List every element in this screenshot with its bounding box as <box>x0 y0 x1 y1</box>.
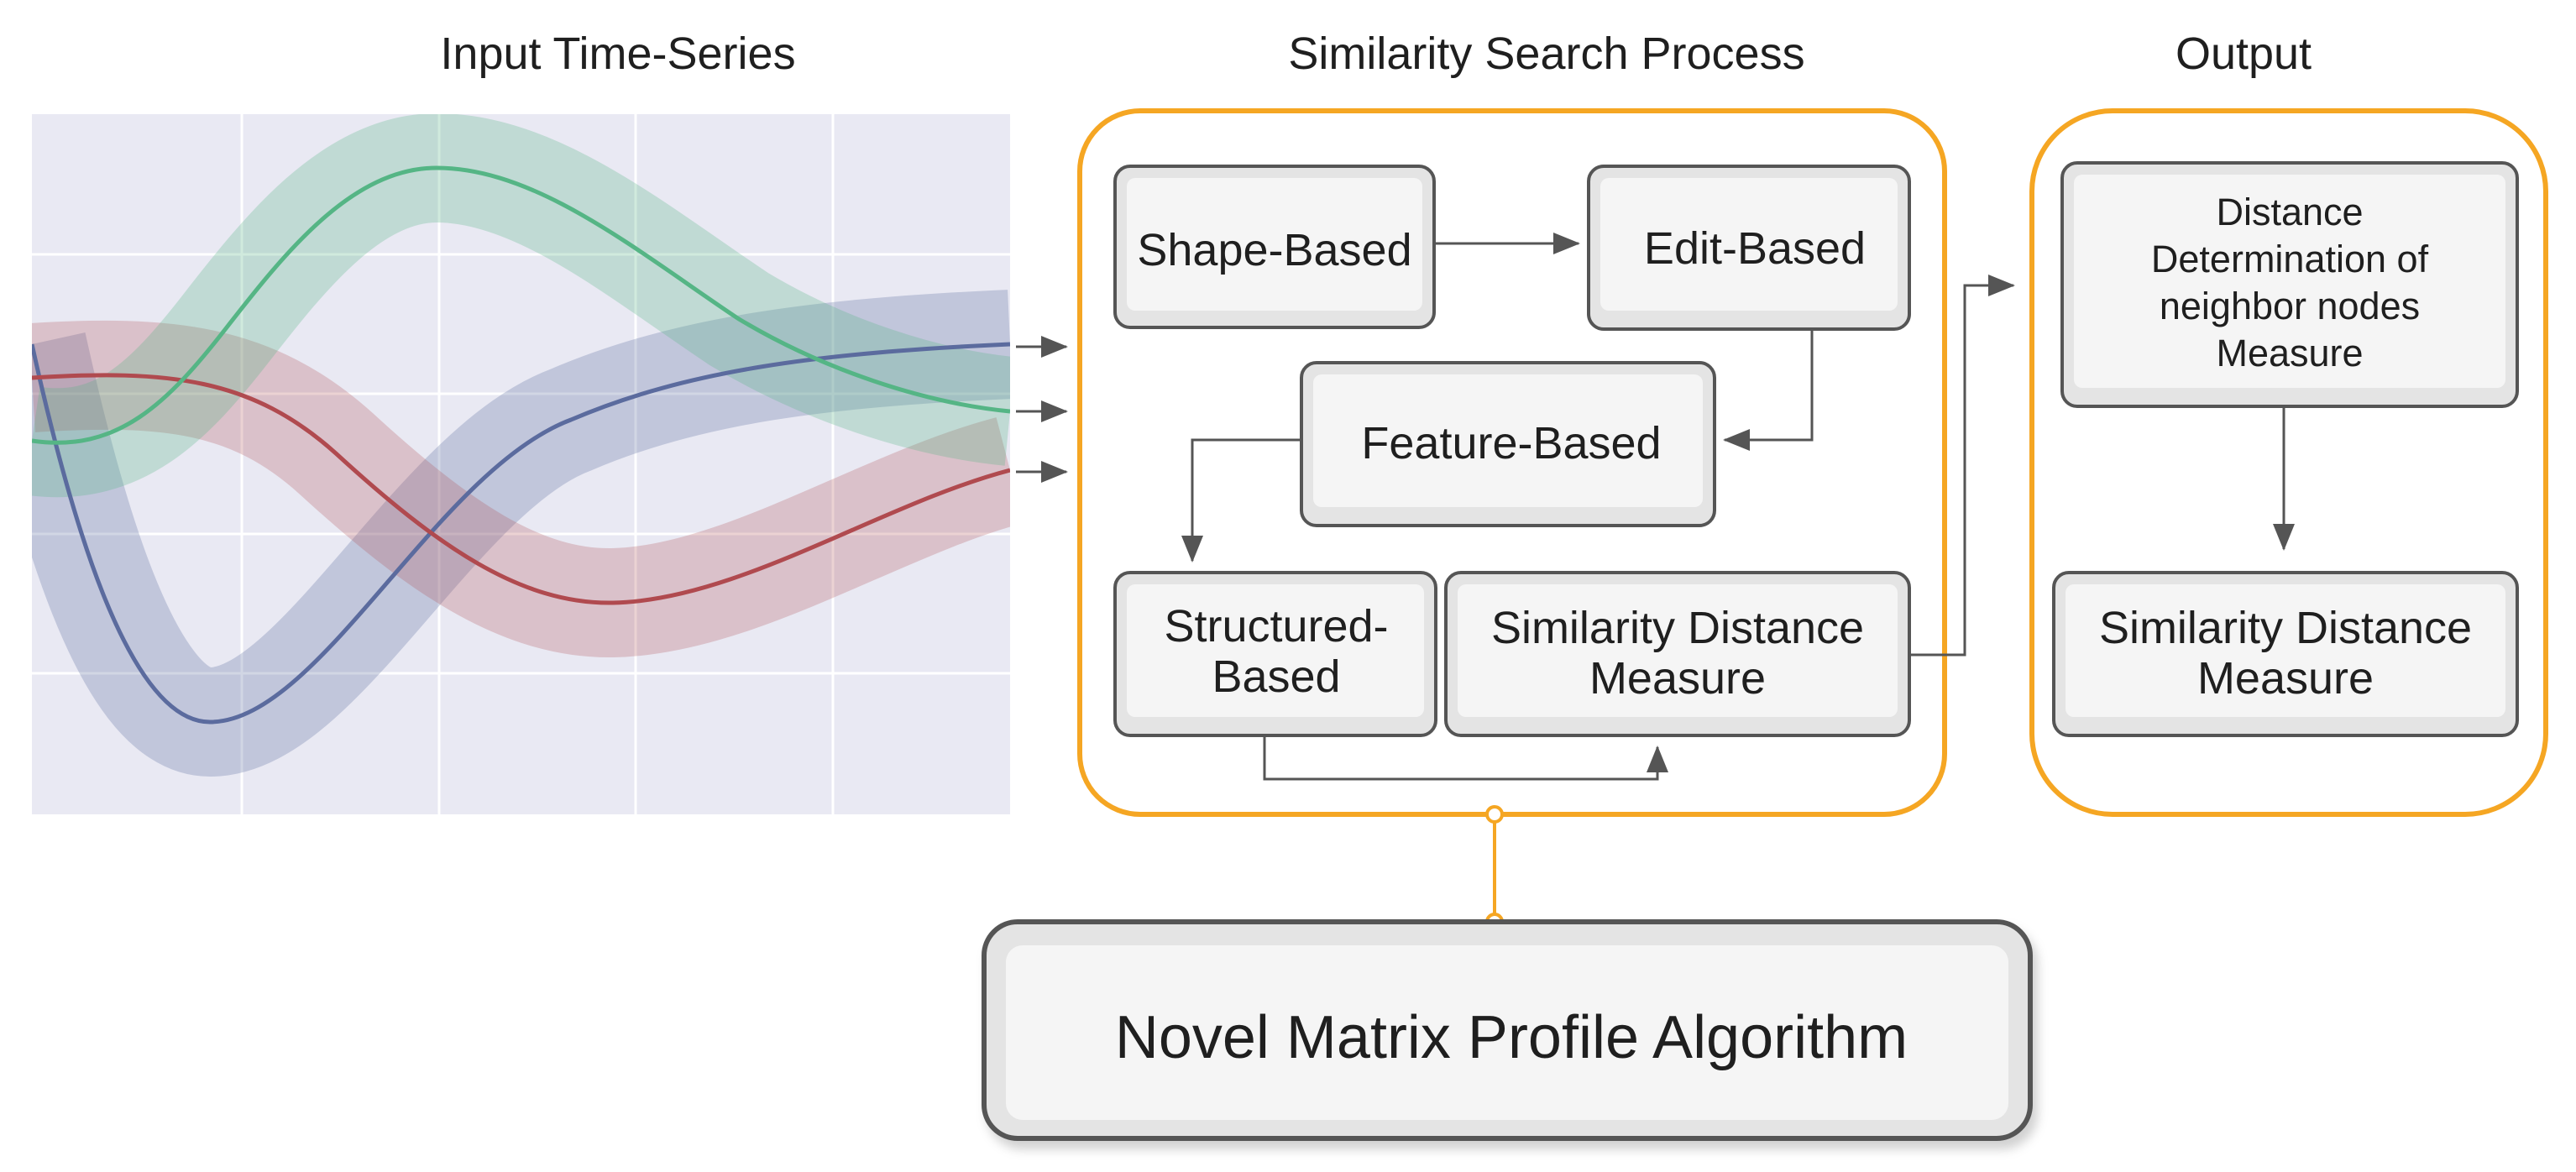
output-similarity-distance-label-line2: Measure <box>2197 653 2374 704</box>
title-similarity-search-process: Similarity Search Process <box>1288 29 1804 79</box>
series-line-blue <box>32 342 1010 725</box>
series-line-green <box>32 165 1010 445</box>
arrow-structured-to-similarity <box>1263 735 1668 781</box>
distance-determination-label-line4: Measure <box>2216 332 2363 374</box>
structured-based-box[interactable]: Structured- Based <box>1113 571 1437 737</box>
algorithm-label: Novel Matrix Profile Algorithm <box>1115 1004 1908 1071</box>
feature-based-label: Feature-Based <box>1361 418 1661 468</box>
title-output: Output <box>2175 29 2312 79</box>
process-container <box>1077 108 1947 817</box>
time-series-plot <box>32 114 1010 814</box>
distance-determination-label-line1: Distance <box>2216 191 2363 233</box>
distance-determination-label-line3: neighbor nodes <box>2160 285 2420 327</box>
structured-based-label-line1: Structured- <box>1164 601 1388 651</box>
output-container <box>2029 108 2548 817</box>
connector-node-top <box>1485 805 1504 824</box>
process-similarity-distance-label-line1: Similarity Distance <box>1491 603 1864 653</box>
algorithm-box[interactable]: Novel Matrix Profile Algorithm <box>982 919 2033 1141</box>
input-arrows <box>1016 336 1068 483</box>
output-similarity-distance-box[interactable]: Similarity Distance Measure <box>2052 571 2519 737</box>
algorithm-connector <box>1485 805 1504 931</box>
series-line-red <box>32 373 1010 605</box>
arrow-process-to-output <box>1909 275 2015 657</box>
title-input-time-series: Input Time-Series <box>440 29 795 79</box>
arrow-feature-to-structured <box>1181 438 1301 562</box>
feature-based-box[interactable]: Feature-Based <box>1300 361 1716 527</box>
shape-based-label: Shape-Based <box>1137 225 1411 275</box>
process-similarity-distance-box[interactable]: Similarity Distance Measure <box>1444 571 1911 737</box>
process-similarity-distance-label-line2: Measure <box>1589 653 1766 704</box>
arrow-edit-to-feature <box>1723 329 1814 451</box>
shape-based-box[interactable]: Shape-Based <box>1113 165 1436 329</box>
plot-background <box>32 114 1010 814</box>
process-connectors <box>1181 233 2015 781</box>
output-similarity-distance-label-line1: Similarity Distance <box>2099 603 2472 653</box>
structured-based-label-line2: Based <box>1212 651 1340 702</box>
distance-determination-label-line2: Determination of <box>2151 238 2429 280</box>
edit-based-label: Edit-Based <box>1644 223 1866 274</box>
distance-determination-box[interactable]: Distance Determination of neighbor nodes… <box>2060 161 2519 408</box>
edit-based-box[interactable]: Edit-Based <box>1587 165 1911 331</box>
